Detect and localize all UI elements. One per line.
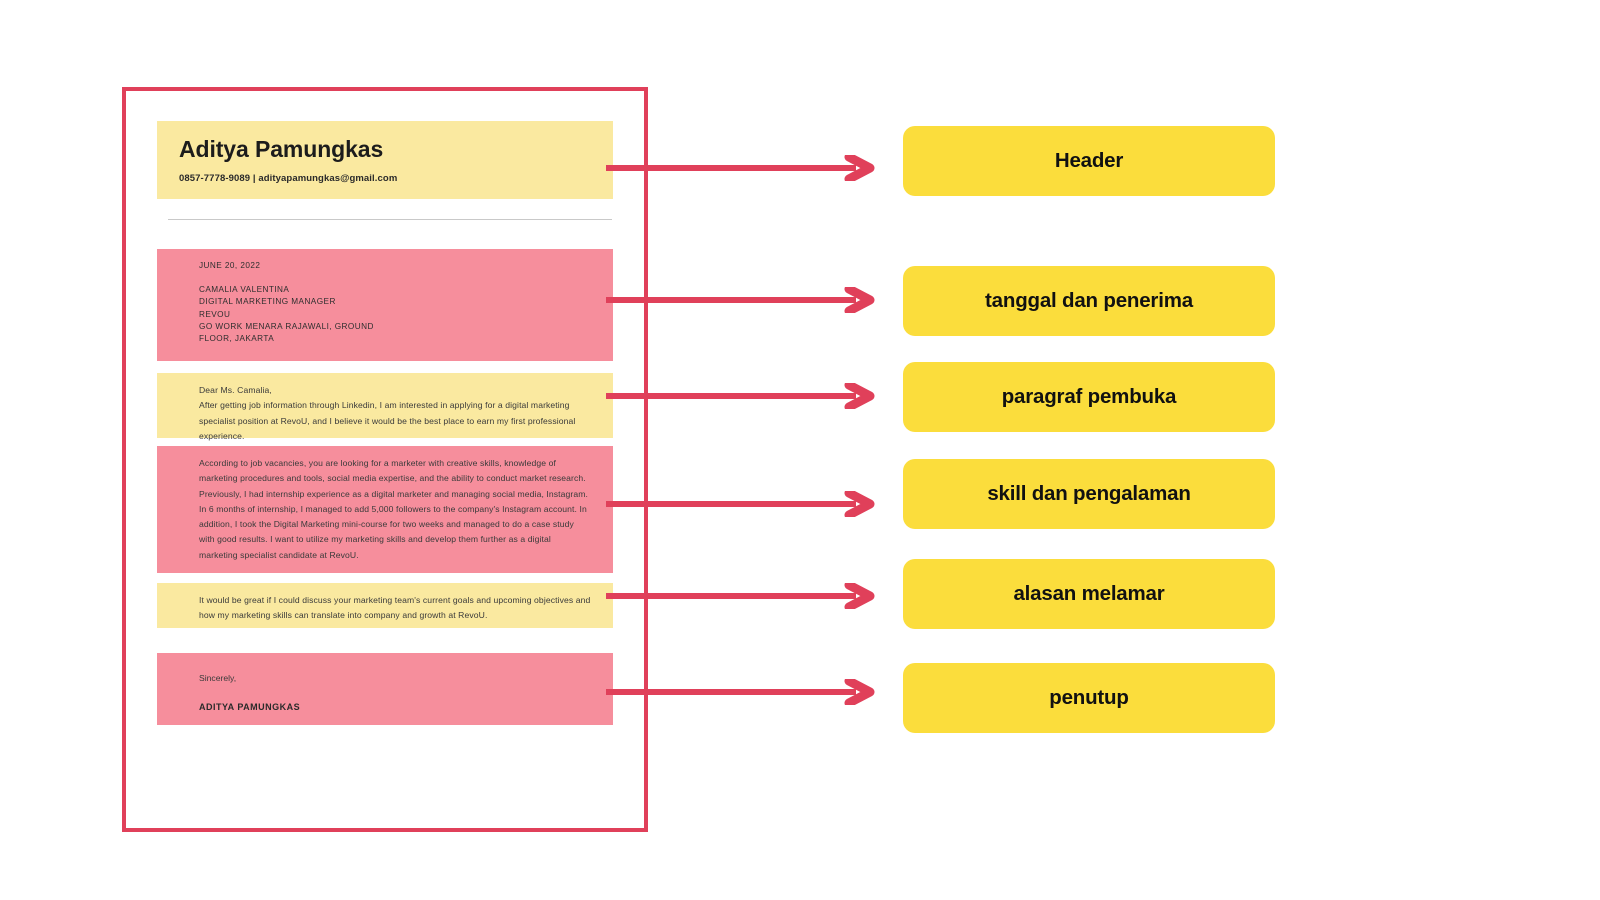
- label-chip-alasan-melamar[interactable]: alasan melamar: [903, 559, 1275, 629]
- label-chip-penutup-text: penutup: [1049, 686, 1129, 709]
- salutation: Dear Ms. Camalia,: [199, 385, 272, 395]
- recipient-title: DIGITAL MARKETING MANAGER: [199, 297, 336, 307]
- letter-content: Aditya Pamungkas 0857-7778-9089 | aditya…: [126, 91, 644, 828]
- letter-header-block: Aditya Pamungkas 0857-7778-9089 | aditya…: [157, 121, 613, 199]
- label-chip-tanggal-dan-penerima-text: tanggal dan penerima: [985, 289, 1193, 312]
- reason-for-applying-block: It would be great if I could discuss you…: [157, 583, 613, 628]
- label-chip-paragraf-pembuka-text: paragraf pembuka: [1001, 385, 1177, 408]
- label-chip-tanggal-dan-penerima[interactable]: tanggal dan penerima: [903, 266, 1275, 336]
- recipient-company: REVOU: [199, 309, 231, 319]
- label-chip-alasan-melamar-text: alasan melamar: [1013, 582, 1165, 605]
- recipient-address-line-2: FLOOR, JAKARTA: [199, 334, 275, 344]
- applicant-contact: 0857-7778-9089 | adityapamungkas@gmail.c…: [179, 173, 398, 185]
- reason-paragraph: It would be great if I could discuss you…: [199, 595, 591, 621]
- letter-date: JUNE 20, 2022: [199, 261, 261, 270]
- skills-paragraph-2: Previously, I had internship experience …: [199, 488, 589, 560]
- sign-off: Sincerely,: [199, 673, 237, 683]
- recipient-address-line-1: GO WORK MENARA RAJAWALI, GROUND: [199, 321, 374, 331]
- skills-and-experience-block: According to job vacancies, you are look…: [157, 446, 613, 573]
- label-chip-skill-dan-pengalaman[interactable]: skill dan pengalaman: [903, 459, 1275, 529]
- label-chip-skill-dan-pengalaman-text: skill dan pengalaman: [987, 482, 1191, 505]
- header-divider: [168, 219, 612, 220]
- opening-paragraph-block: Dear Ms. Camalia, After getting job info…: [157, 373, 613, 441]
- opening-paragraph: After getting job information through Li…: [199, 400, 576, 441]
- signature-name: ADITYA PAMUNGKAS: [199, 701, 301, 712]
- label-chip-header[interactable]: Header: [903, 126, 1275, 196]
- recipient-name: CAMALIA VALENTINA: [199, 285, 290, 294]
- closing-block: Sincerely, ADITYA PAMUNGKAS: [157, 653, 613, 725]
- skills-paragraph-1: According to job vacancies, you are look…: [199, 458, 586, 484]
- cover-letter-document: Aditya Pamungkas 0857-7778-9089 | aditya…: [122, 87, 648, 832]
- label-chip-paragraf-pembuka[interactable]: paragraf pembuka: [903, 362, 1275, 432]
- applicant-name: Aditya Pamungkas: [179, 136, 384, 162]
- label-chip-header-text: Header: [1054, 149, 1124, 172]
- label-chip-penutup[interactable]: penutup: [903, 663, 1275, 733]
- date-and-recipient-block: JUNE 20, 2022 CAMALIA VALENTINA DIGITAL …: [157, 249, 613, 361]
